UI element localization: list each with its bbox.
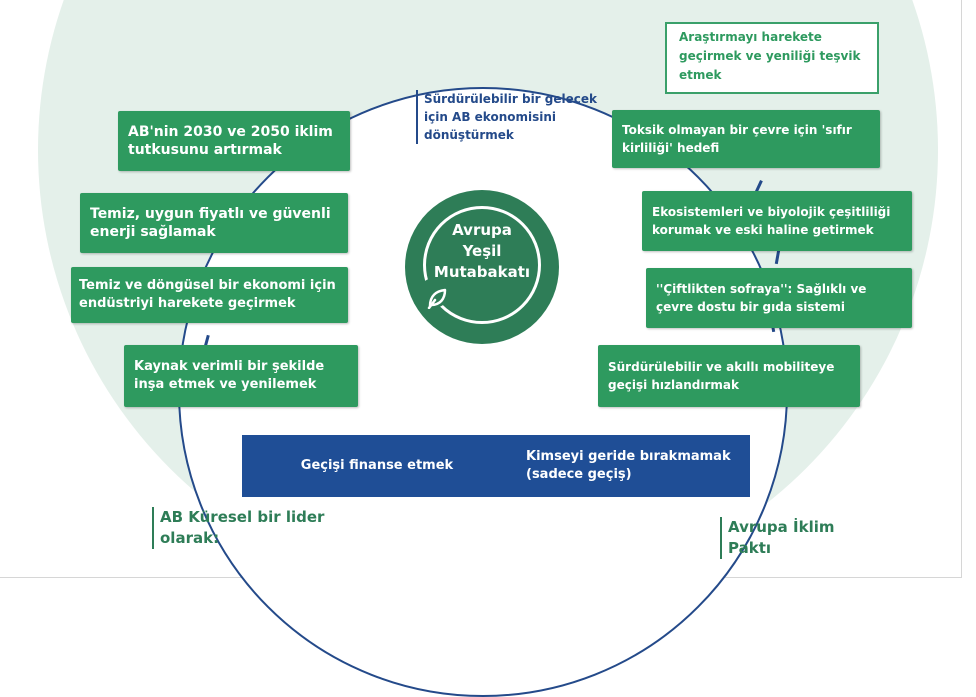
left-goal-box: Temiz ve döngüsel bir ekonomi için endüs… [71,267,348,323]
hub-ring [423,206,541,324]
center-title-line: Yeşil [462,242,502,260]
research-innovation-box: Araştırmayı harekete geçirmek ve yeniliğ… [665,22,879,94]
leaf-icon [427,288,447,309]
right-goal-box: ''Çiftlikten sofraya'': Sağlıklı ve çevr… [646,268,912,328]
center-title: Avrupa Yeşil Mutabakatı [405,220,559,283]
left-goal-box: Kaynak verimli bir şekilde inşa etmek ve… [124,345,358,407]
right-goal-box: Sürdürülebilir ve akıllı mobiliteye geçi… [598,345,860,407]
right-goal-box: Toksik olmayan bir çevre için 'sıfır kir… [612,110,880,168]
finance-transition-box: Geçişi finanse etmek [242,435,512,497]
right-goal-box: Ekosistemleri ve biyolojik çeşitliliği k… [642,191,912,251]
top-label: Sürdürülebilir bir gelecek için AB ekono… [416,90,604,144]
climate-pact-label: Avrupa İklim Paktı [720,517,858,559]
left-goal-box: AB'nin 2030 ve 2050 iklim tutkusunu artı… [118,111,350,171]
global-leader-label: AB Küresel bir lider olarak: [152,507,338,549]
center-title-line: Avrupa [452,221,512,239]
left-goal-box: Temiz, uygun fiyatlı ve güvenli enerji s… [80,193,348,253]
just-transition-box: Kimseyi geride bırakmamak (sadece geçiş) [512,435,750,497]
center-title-line: Mutabakatı [433,263,531,281]
